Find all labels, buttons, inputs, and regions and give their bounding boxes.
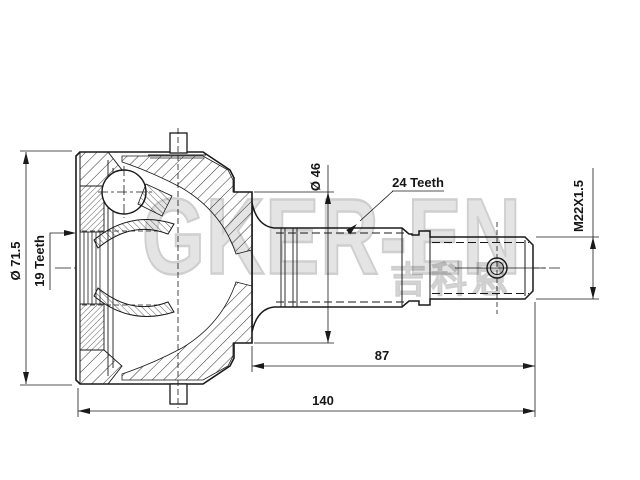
outer-race-housing (75, 128, 253, 408)
dim-thread (536, 168, 599, 300)
part-geometry (55, 128, 560, 408)
dim-groove-diameter (254, 165, 334, 344)
label-groove-diameter: Ø 46 (308, 163, 323, 191)
dim-outer-diameter (20, 150, 72, 386)
label-thread-spec: M22X1.5 (571, 180, 586, 232)
dimension-labels: Ø 71.5 19 Teeth Ø 46 24 Teeth M22X1.5 87… (8, 163, 586, 408)
dim-overall-length (77, 388, 535, 417)
label-shaft-length: 87 (375, 348, 389, 363)
label-outer-diameter: Ø 71.5 (8, 241, 23, 280)
bottom-stub (169, 383, 188, 405)
shaft-section (251, 202, 545, 333)
dimension-lines (20, 150, 599, 417)
inner-spline-bore-top (79, 185, 105, 233)
dim-inner-spline (49, 230, 76, 290)
dim-shaft-spline (346, 190, 444, 235)
top-stub (169, 132, 188, 154)
cotter-pin-hole (455, 222, 545, 314)
label-overall-length: 140 (312, 393, 334, 408)
dim-shaft-length (251, 302, 536, 417)
label-inner-spline-teeth: 19 Teeth (32, 235, 47, 287)
inner-spline-bore-bottom (79, 303, 105, 351)
label-shaft-spline-teeth: 24 Teeth (392, 175, 444, 190)
